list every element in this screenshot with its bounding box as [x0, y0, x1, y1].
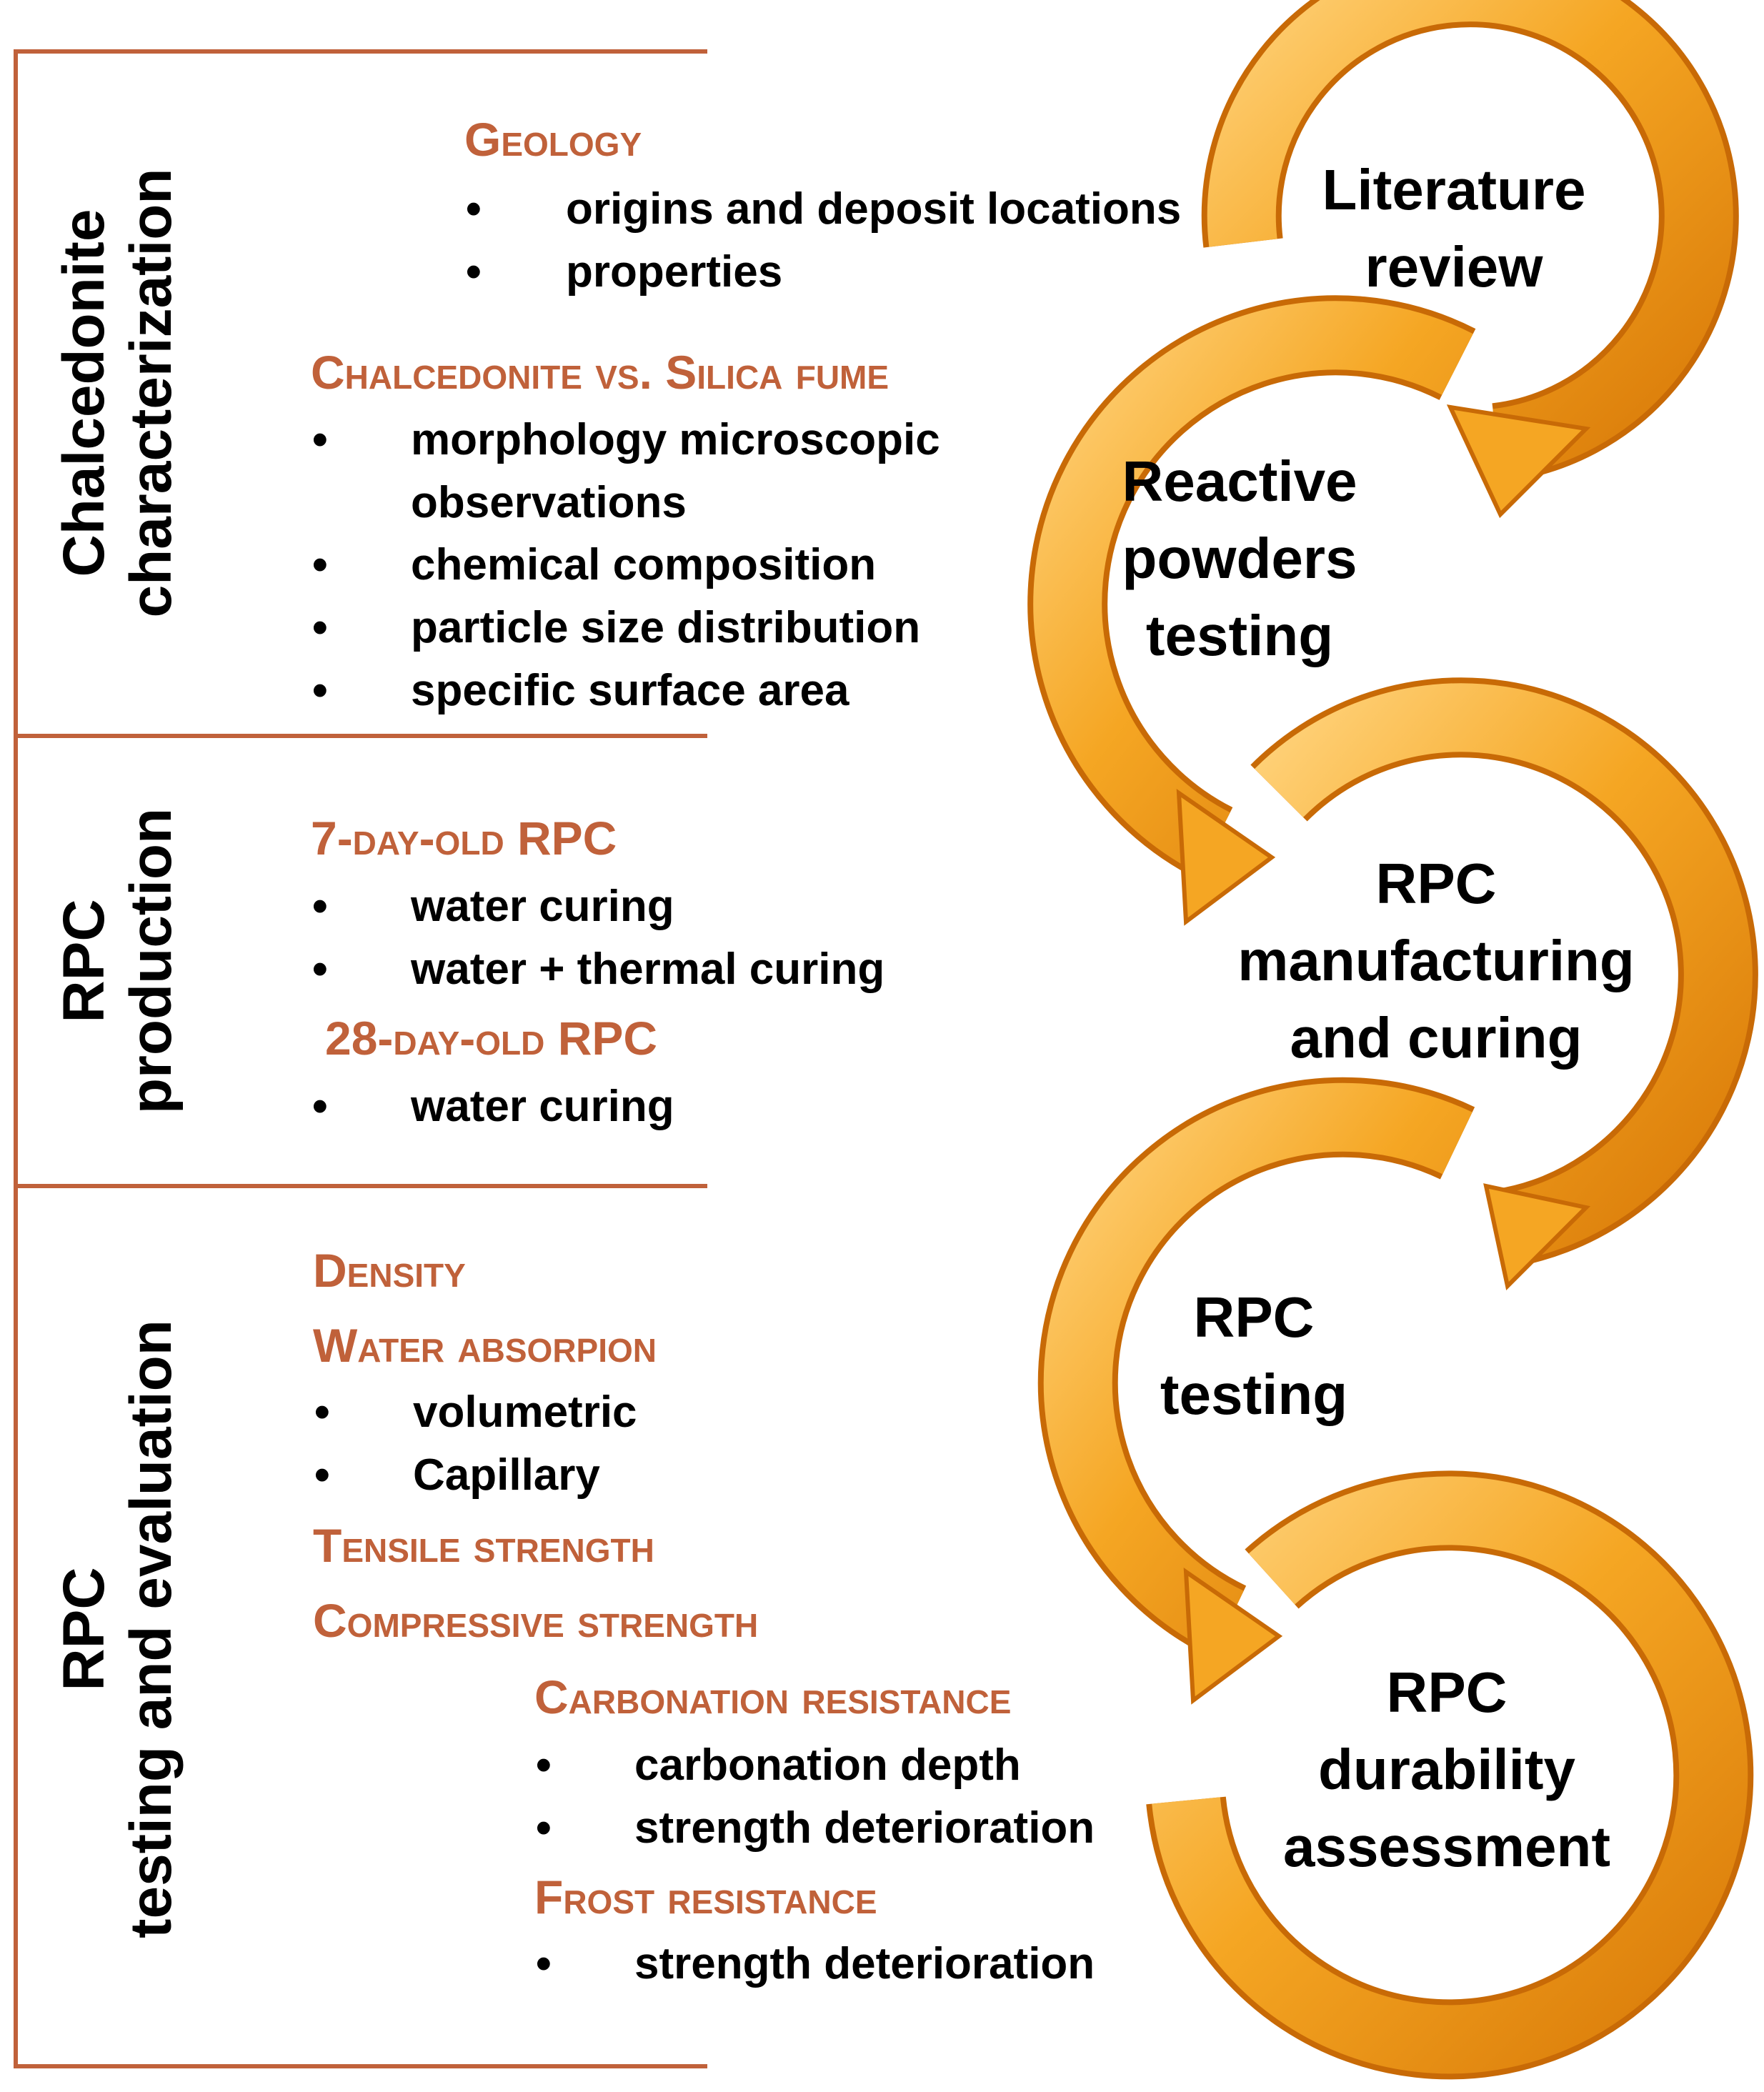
bullet-icon: • [312, 1082, 328, 1131]
side-label-characterization: Chalcedonite characterization [51, 168, 184, 618]
bullet-icon: • [314, 1388, 330, 1437]
side-label-production: RPC production [51, 807, 184, 1115]
heading-water-absorption: Water absorpion [313, 1319, 657, 1372]
step-reactive-powders-testing: Reactive powders testing [1122, 449, 1357, 667]
bullet-icon: • [314, 1450, 330, 1500]
heading-carbonation-resistance: Carbonation resistance [534, 1670, 1012, 1723]
bullet-icon: • [466, 247, 482, 297]
heading-compressive-strength: Compressive strength [313, 1594, 759, 1647]
bullet-icon: • [536, 1740, 552, 1790]
bracket-section-1 [14, 49, 707, 738]
step-literature-review: Literature review [1322, 158, 1586, 299]
bullet-icon: • [312, 603, 328, 652]
heading-tensile-strength: Tensile strength [313, 1519, 654, 1572]
heading-7-day-rpc: 7-day-old RPC [311, 812, 617, 865]
durability-ring [1146, 1470, 1754, 2080]
bullet-icon: • [312, 882, 328, 931]
heading-density: Density [313, 1244, 466, 1297]
bullet-icon: • [536, 1939, 552, 1988]
step-rpc-testing: RPC testing [1160, 1285, 1348, 1426]
arrow-manufacturing-to-testing [1250, 677, 1758, 1291]
heading-28-day-rpc: 28-day-old RPC [325, 1012, 658, 1065]
arrow-literature-to-reactive [1201, 0, 1739, 519]
heading-chalcedonite-vs-silica: Chalcedonite vs. Silica fume [311, 346, 890, 399]
step-rpc-durability: RPC durability assessment [1282, 1660, 1611, 1878]
bullet-icon: • [312, 415, 328, 464]
arrow-testing-to-durability [1037, 1077, 1475, 1705]
bullet-icon: • [312, 945, 328, 994]
bracket-section-3 [14, 1186, 707, 2068]
bullet-icon: • [536, 1803, 552, 1853]
step-rpc-manufacturing: RPC manufacturing and curing [1237, 852, 1635, 1070]
bullet-icon: • [312, 540, 328, 589]
heading-geology: Geology [464, 113, 642, 166]
side-label-testing: RPC testing and evaluation [51, 1320, 184, 1938]
bullet-icon: • [312, 666, 328, 715]
arrow-reactive-to-manufacturing [1027, 295, 1476, 926]
heading-frost-resistance: Frost resistance [534, 1871, 877, 1923]
bullet-icon: • [466, 184, 482, 234]
